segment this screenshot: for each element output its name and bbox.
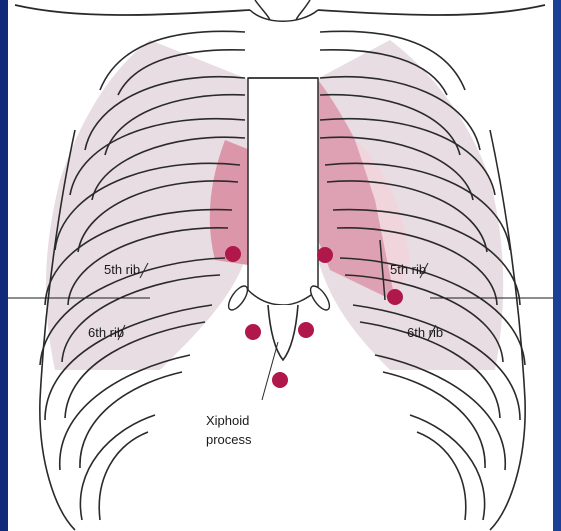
left-6th-rib-label: 6th rib <box>88 325 124 340</box>
marker-right-5th-intercostal-medial <box>317 247 333 263</box>
clavicle-right <box>318 5 545 15</box>
marker-subxiphoid-inferior <box>272 372 288 388</box>
xiphoid-label-line1: Xiphoid <box>206 413 249 428</box>
xiphoid-pointer <box>262 342 278 400</box>
marker-subxiphoid-left <box>245 324 261 340</box>
manubrium-top <box>250 0 318 21</box>
xiphoid-label-line2: process <box>206 432 252 447</box>
right-5th-rib-label: 5th rib <box>390 262 426 277</box>
marker-right-5th-intercostal-lateral <box>387 289 403 305</box>
sternum <box>248 78 318 305</box>
marker-subxiphoid-right <box>298 322 314 338</box>
marker-left-5th-intercostal <box>225 246 241 262</box>
left-5th-rib-label: 5th rib <box>104 262 140 277</box>
right-6th-rib-label: 6th rib <box>407 325 443 340</box>
xiphoid-process <box>268 305 298 360</box>
clavicle-left <box>15 5 250 15</box>
